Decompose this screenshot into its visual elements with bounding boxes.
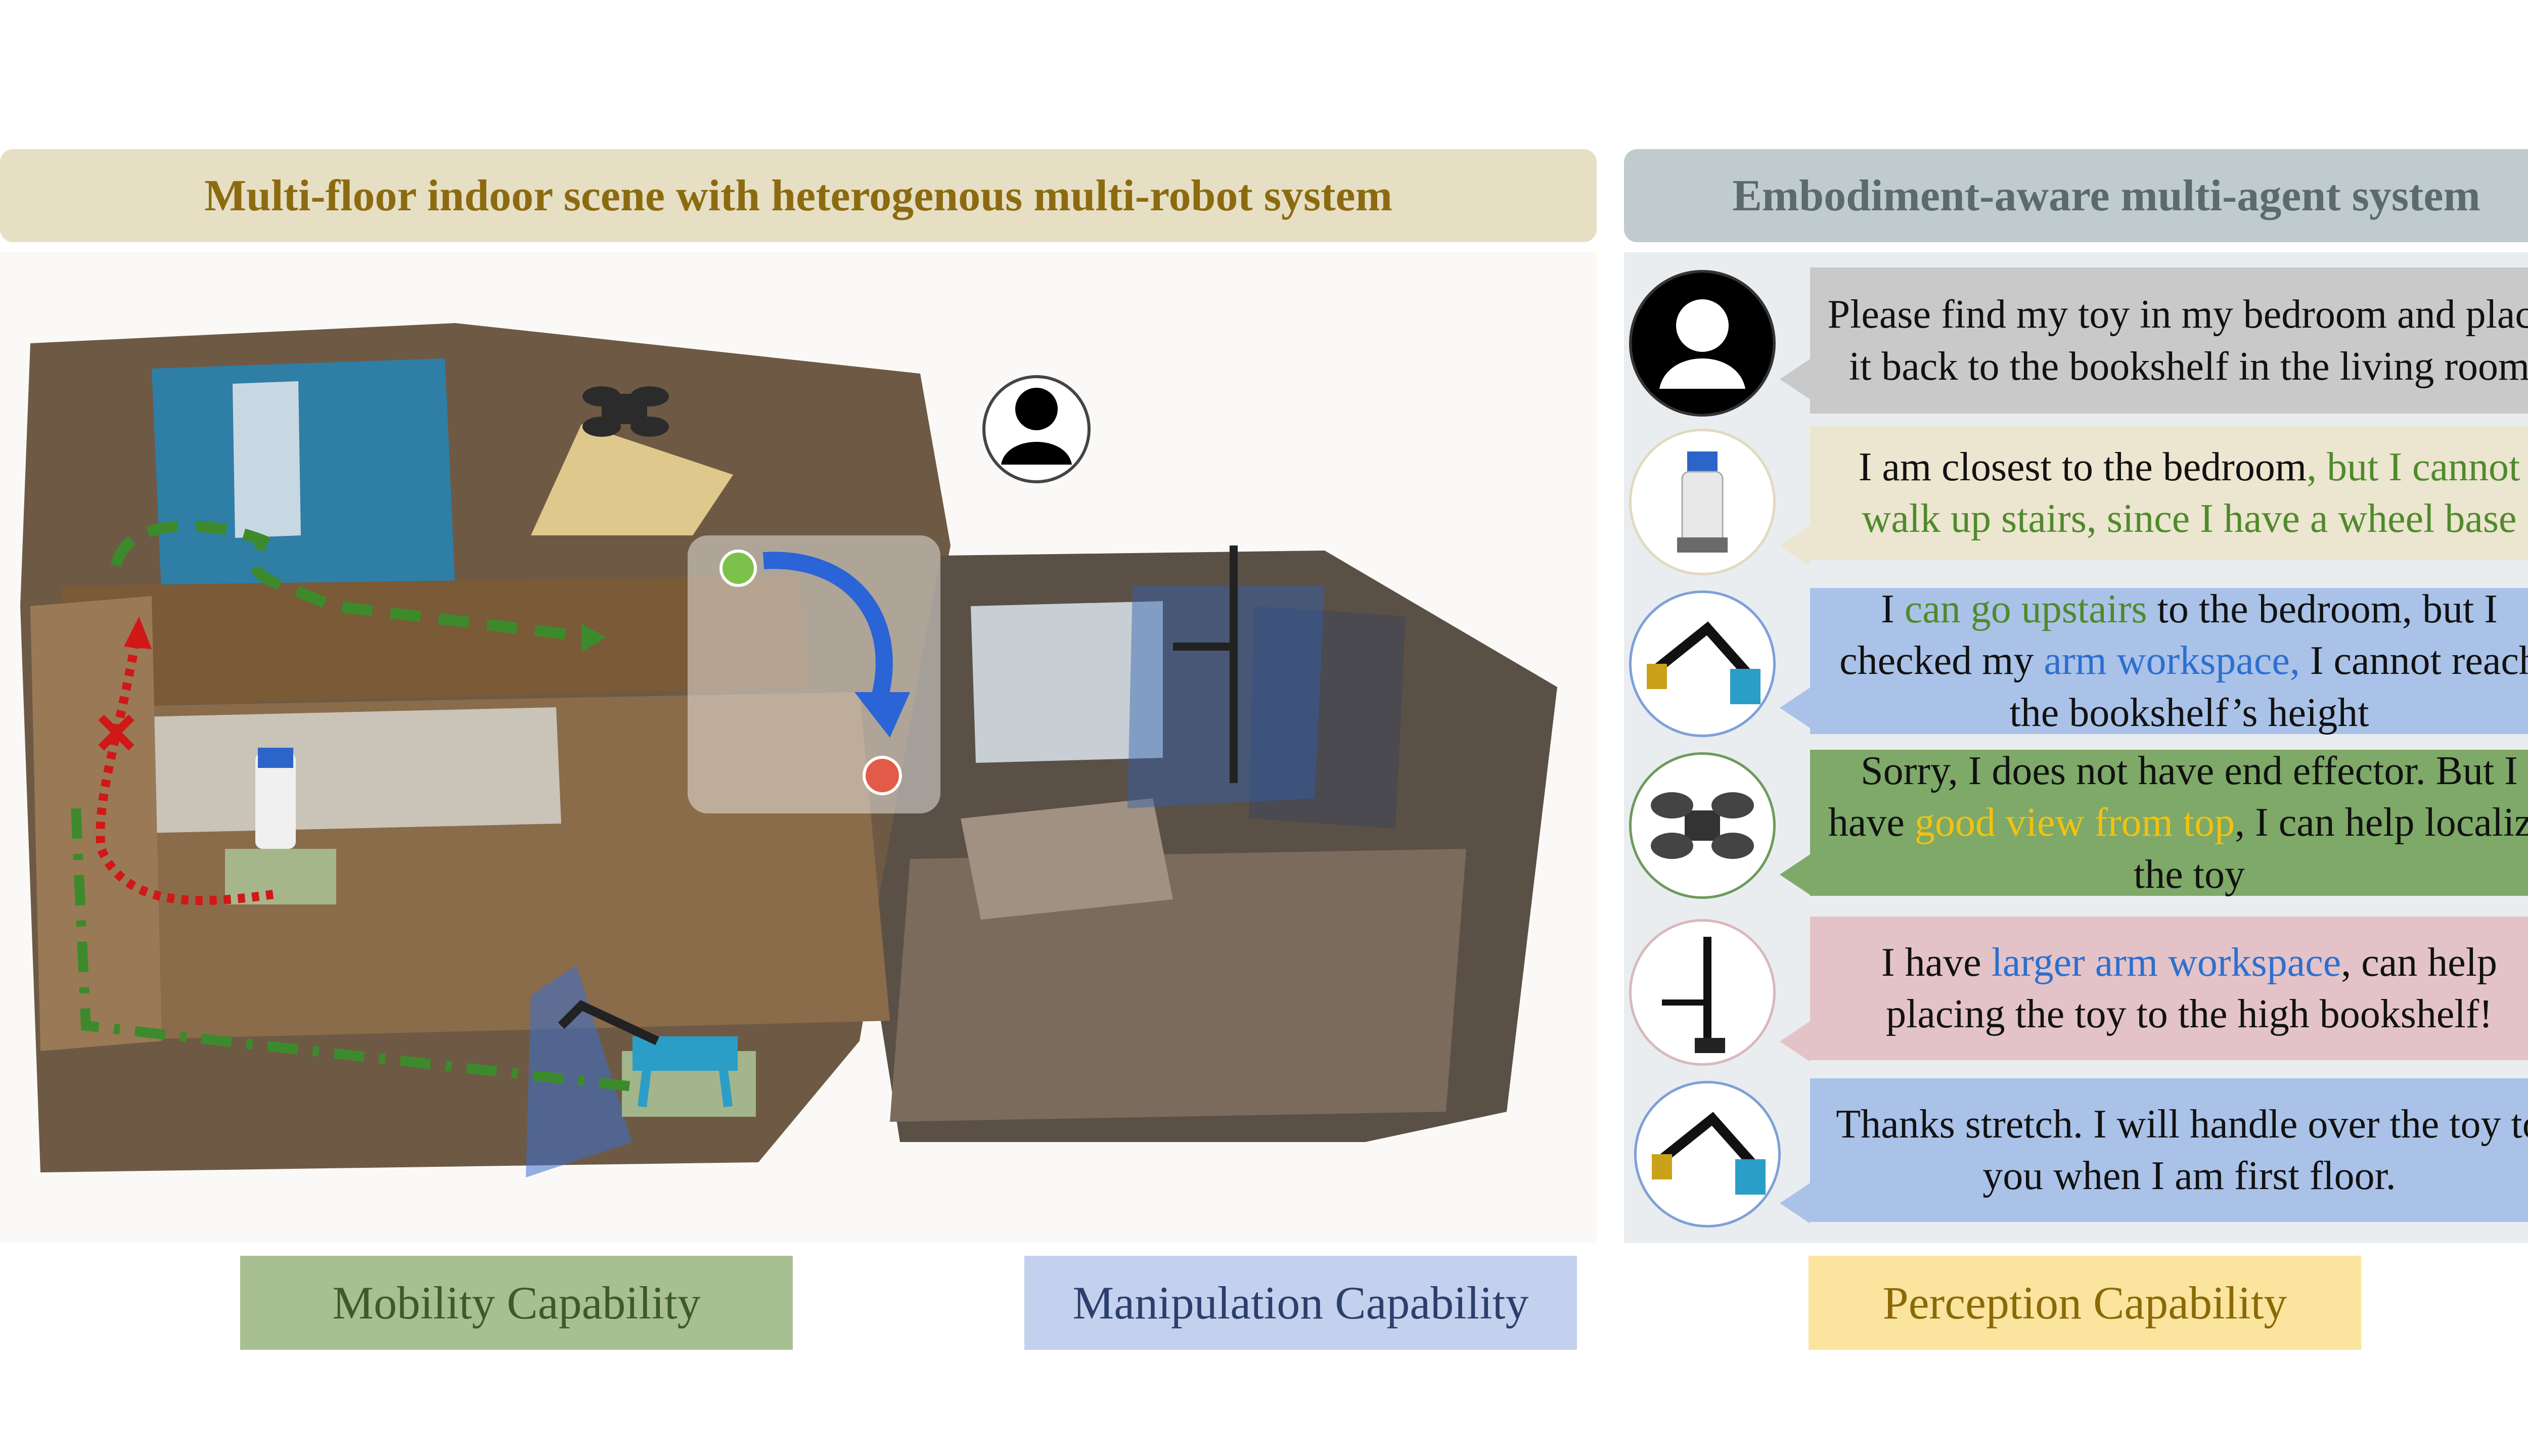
blue-transfer-arrow (763, 552, 893, 700)
green-arrow-head (581, 624, 607, 652)
bubble-tail-4 (1780, 854, 1810, 895)
agent-system-title: Embodiment-aware multi-agent system (1624, 149, 2528, 242)
legend-manipulation: Manipulation Capability (1024, 1256, 1577, 1350)
legend-perception: Perception Capability (1809, 1256, 2361, 1350)
user-icon (1632, 272, 1773, 414)
upper-floor-deck (61, 576, 809, 707)
message-bubble: I have larger arm workspace, can help pl… (1810, 917, 2528, 1060)
robot-arm-avatar-1 (1629, 590, 1776, 737)
multi-floor-scene (0, 252, 1597, 1243)
message-bubble: I can go upstairs to the bedroom, but I … (1810, 587, 2528, 735)
drone-icon (1651, 792, 1754, 859)
stretch-robot (1173, 545, 1238, 783)
message-text-part: , but I (2307, 444, 2413, 489)
wheeled-robot (255, 748, 296, 849)
chat-panel (1624, 252, 2528, 1243)
scene-title: Multi-floor indoor scene with heterogeno… (0, 149, 1597, 242)
message-text-part: good view from top (1914, 800, 2235, 845)
message-bubble: Thanks stretch. I will handle over the t… (1810, 1078, 2528, 1222)
user-avatar (1629, 270, 1776, 417)
lower-wall (116, 707, 561, 834)
message-text-part: larger arm workspace (1991, 940, 2341, 985)
quadruped-robot (558, 1000, 738, 1108)
message-text-part: arm workspace, (2044, 639, 2300, 684)
stretch-robot-avatar (1629, 919, 1776, 1066)
bedroom-wall (152, 358, 455, 601)
stretch-workspace-box (1127, 586, 1325, 808)
green-path-upper (111, 520, 588, 642)
drone (582, 386, 669, 437)
bubble-tail-2 (1780, 526, 1810, 566)
stretch-robot-icon (1662, 937, 1725, 1053)
sofa (961, 798, 1173, 920)
message-text: I have larger arm workspace, can help pl… (1825, 937, 2528, 1040)
message-text-part: I cannot reach the bookshelf’s height (2009, 639, 2528, 735)
message-text-part: I have (1881, 940, 1992, 985)
arm-workspace-cone (526, 965, 632, 1177)
message-text: I am closest to the bedroom, but I canno… (1825, 441, 2528, 545)
drone-avatar (1629, 752, 1776, 899)
message-text: Thanks stretch. I will handle over the t… (1825, 1099, 2528, 1202)
green-path-lower (71, 808, 633, 1091)
message-bubble: I am closest to the bedroom, but I canno… (1810, 426, 2528, 560)
robot-arm-icon (1647, 621, 1760, 704)
wheeled-robot-icon (1677, 451, 1728, 553)
legend-mobility: Mobility Capability (240, 1256, 793, 1350)
bubble-tail-6 (1780, 1183, 1810, 1223)
robot-arm-icon (1652, 1112, 1766, 1195)
living-room-floor (890, 849, 1466, 1122)
drone-view-cone (531, 424, 733, 535)
message-text: Sorry, I does not have end effector. But… (1825, 745, 2528, 900)
wheeled-robot-avatar (1629, 429, 1776, 575)
message-bubble: Please find my toy in my bedroom and pla… (1810, 267, 2528, 414)
message-text-part: , can help placing the toy to the high b… (1886, 940, 2497, 1036)
message-text-part: to the bedroom, but I checked my (1839, 586, 2498, 684)
start-marker (719, 550, 757, 587)
bubble-tail-5 (1780, 1021, 1810, 1062)
message-text-part: I am closest to the bedroom (1858, 444, 2307, 489)
message-text-part: Sorry, I does not have end effector. But… (1828, 748, 2518, 845)
message-text-part: Thanks stretch. I will handle over the t… (1836, 1102, 2528, 1198)
scene-illustration (20, 323, 1557, 1177)
message-text-part: cannot (2412, 444, 2520, 489)
message-text-part: , I can help localize the toy (2134, 800, 2528, 897)
scene-user-avatar (982, 375, 1091, 483)
goal-marker (863, 756, 902, 795)
robot-arm-avatar-2 (1634, 1081, 1781, 1227)
message-text: Please find my toy in my bedroom and pla… (1825, 289, 2528, 392)
message-text-part: walk up stairs, since I have a wheel bas… (1862, 496, 2517, 541)
message-bubble: Sorry, I does not have end effector. But… (1810, 749, 2528, 897)
bedroom-window (233, 381, 301, 538)
message-text: I can go upstairs to the bedroom, but I … (1825, 583, 2528, 739)
message-text-part: Please find my toy in my bedroom and pla… (1827, 292, 2528, 389)
fireplace-wall (1249, 606, 1406, 829)
bubble-tail-1 (1780, 359, 1810, 399)
blocked-x-mark (98, 714, 134, 751)
blue-arrow-head (854, 692, 910, 738)
message-text-part: can go upstairs (1904, 586, 2147, 631)
message-text-part: I (1881, 586, 1905, 631)
red-arrow-head (124, 616, 152, 649)
living-room-window (971, 601, 1163, 763)
bubble-tail-3 (1780, 688, 1810, 728)
